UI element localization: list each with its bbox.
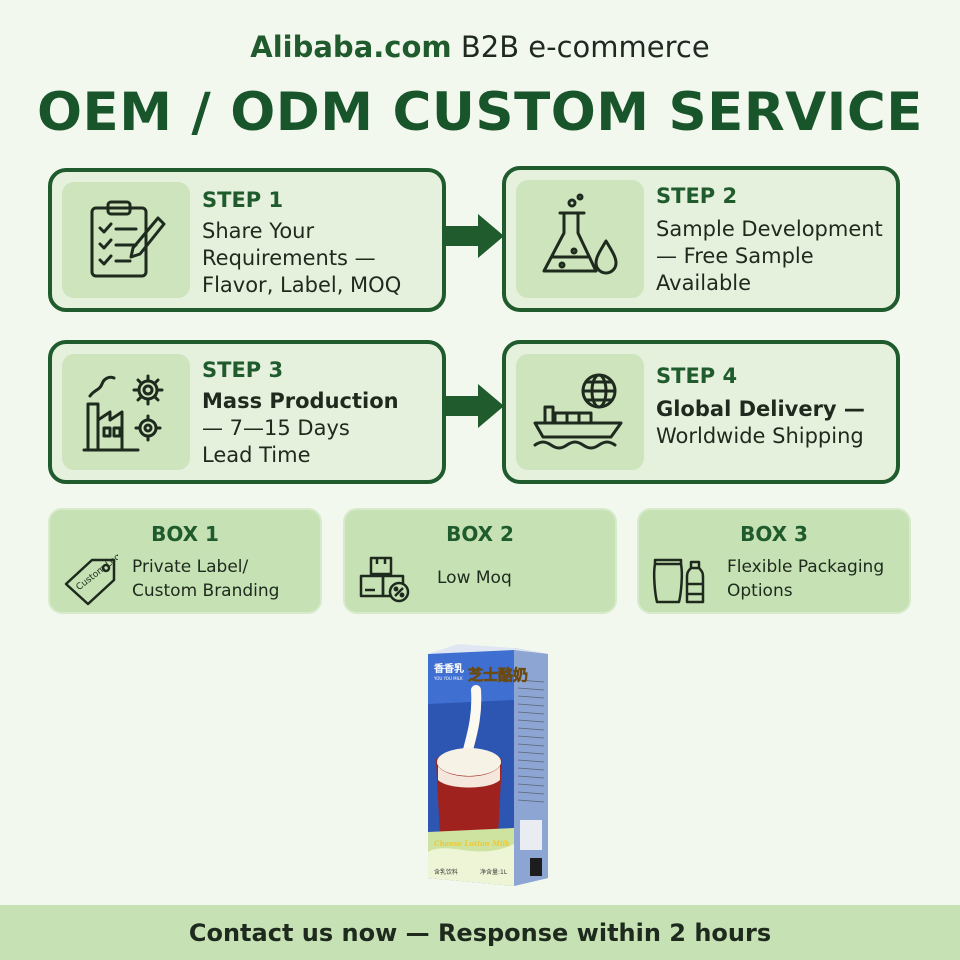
pouch-bottle-icon [652, 558, 705, 604]
step-card-1: STEP 1 Share Your Requirements — Flavor,… [48, 168, 446, 312]
step-card-2: STEP 2 Sample Development — Free Sample … [502, 166, 900, 312]
header-subtitle: Alibaba.com B2B e-commerce [0, 30, 960, 64]
arrow-right-icon [446, 214, 504, 258]
product-name-text: 芝士酪奶 [468, 666, 528, 684]
box-3-description: Flexible Packaging Options [727, 555, 917, 603]
step-4-icon-box [516, 354, 644, 470]
box-1-label: BOX 1 [151, 522, 219, 546]
box-card-2: BOX 2 Low Moq [343, 508, 617, 614]
step-2-line-3: Available [656, 271, 752, 295]
box-card-3: BOX 3 Flexible Packaging Options [637, 508, 911, 614]
brand-name: Alibaba.com [250, 30, 452, 64]
step-card-4: STEP 4 Global Delivery — Worldwide Shipp… [502, 340, 900, 484]
box-3-line-2: Options [727, 581, 793, 601]
custom-logo-tag-icon: Custom Logo [64, 554, 118, 606]
box-2-description: Low Moq [437, 566, 627, 590]
product-type-text: 含乳饮料 [434, 868, 458, 876]
step-3-line-3: Lead Time [202, 443, 311, 467]
clipboard-checklist-icon [90, 200, 166, 278]
step-4-line-1: Global Delivery — [656, 397, 865, 421]
lab-flask-icon [542, 193, 618, 275]
box-1-line-1: Private Label/ [132, 557, 249, 577]
arrow-right-icon [446, 384, 504, 428]
step-1-line-1: Share Your [202, 219, 315, 243]
step-2-line-1: Sample Development [656, 217, 883, 241]
brand-tagline: B2B e-commerce [460, 30, 710, 64]
step-3-line-1: Mass Production [202, 389, 399, 413]
step-1-line-2: Requirements — [202, 246, 376, 270]
cargo-ship-globe-icon [533, 373, 623, 450]
product-brand-text: 香香乳 [434, 662, 464, 675]
step-1-description: Share Your Requirements — Flavor, Label,… [202, 218, 447, 299]
box-2-line-1: Low Moq [437, 568, 512, 588]
step-4-line-2: Worldwide Shipping [656, 424, 864, 448]
factory-gears-icon [82, 374, 164, 452]
step-2-description: Sample Development — Free Sample Availab… [656, 216, 906, 297]
product-volume-text: 净含量:1L [480, 868, 508, 876]
product-brand-sub: YOU YOU MILK [433, 676, 463, 681]
step-3-label: STEP 3 [202, 358, 284, 382]
step-4-label: STEP 4 [656, 364, 738, 388]
step-1-label: STEP 1 [202, 188, 284, 212]
step-card-3: STEP 3 Mass Production — 7—15 Days Lead … [48, 340, 446, 484]
step-3-icon-box [62, 354, 190, 470]
step-3-line-2: — 7—15 Days [202, 416, 350, 440]
step-2-icon-box [516, 180, 644, 298]
box-3-line-1: Flexible Packaging [727, 557, 885, 577]
step-2-line-2: — Free Sample [656, 244, 814, 268]
box-1-line-2: Custom Branding [132, 581, 280, 601]
box-card-1: BOX 1 Custom Logo Private Label/ Custom … [48, 508, 322, 614]
product-flavor-text: Cheese Lotion Milk [434, 839, 510, 848]
product-carton-image: 香香乳 YOU YOU MILK 芝士酪奶 Cheese Lotion Milk… [428, 644, 548, 886]
step-3-description: Mass Production — 7—15 Days Lead Time [202, 388, 447, 469]
page-title: OEM / ODM CUSTOM SERVICE [36, 82, 924, 143]
step-1-line-3: Flavor, Label, MOQ [202, 273, 402, 297]
box-3-label: BOX 3 [740, 522, 808, 546]
footer-contact-text: Contact us now — Response within 2 hours [188, 918, 772, 947]
step-1-icon-box [62, 182, 190, 298]
step-2-label: STEP 2 [656, 184, 738, 208]
footer-contact-banner: Contact us now — Response within 2 hours [0, 905, 960, 960]
box-1-description: Private Label/ Custom Branding [132, 555, 322, 603]
boxes-percent-icon [359, 556, 410, 603]
box-2-label: BOX 2 [446, 522, 514, 546]
step-4-description: Global Delivery — Worldwide Shipping [656, 396, 906, 450]
